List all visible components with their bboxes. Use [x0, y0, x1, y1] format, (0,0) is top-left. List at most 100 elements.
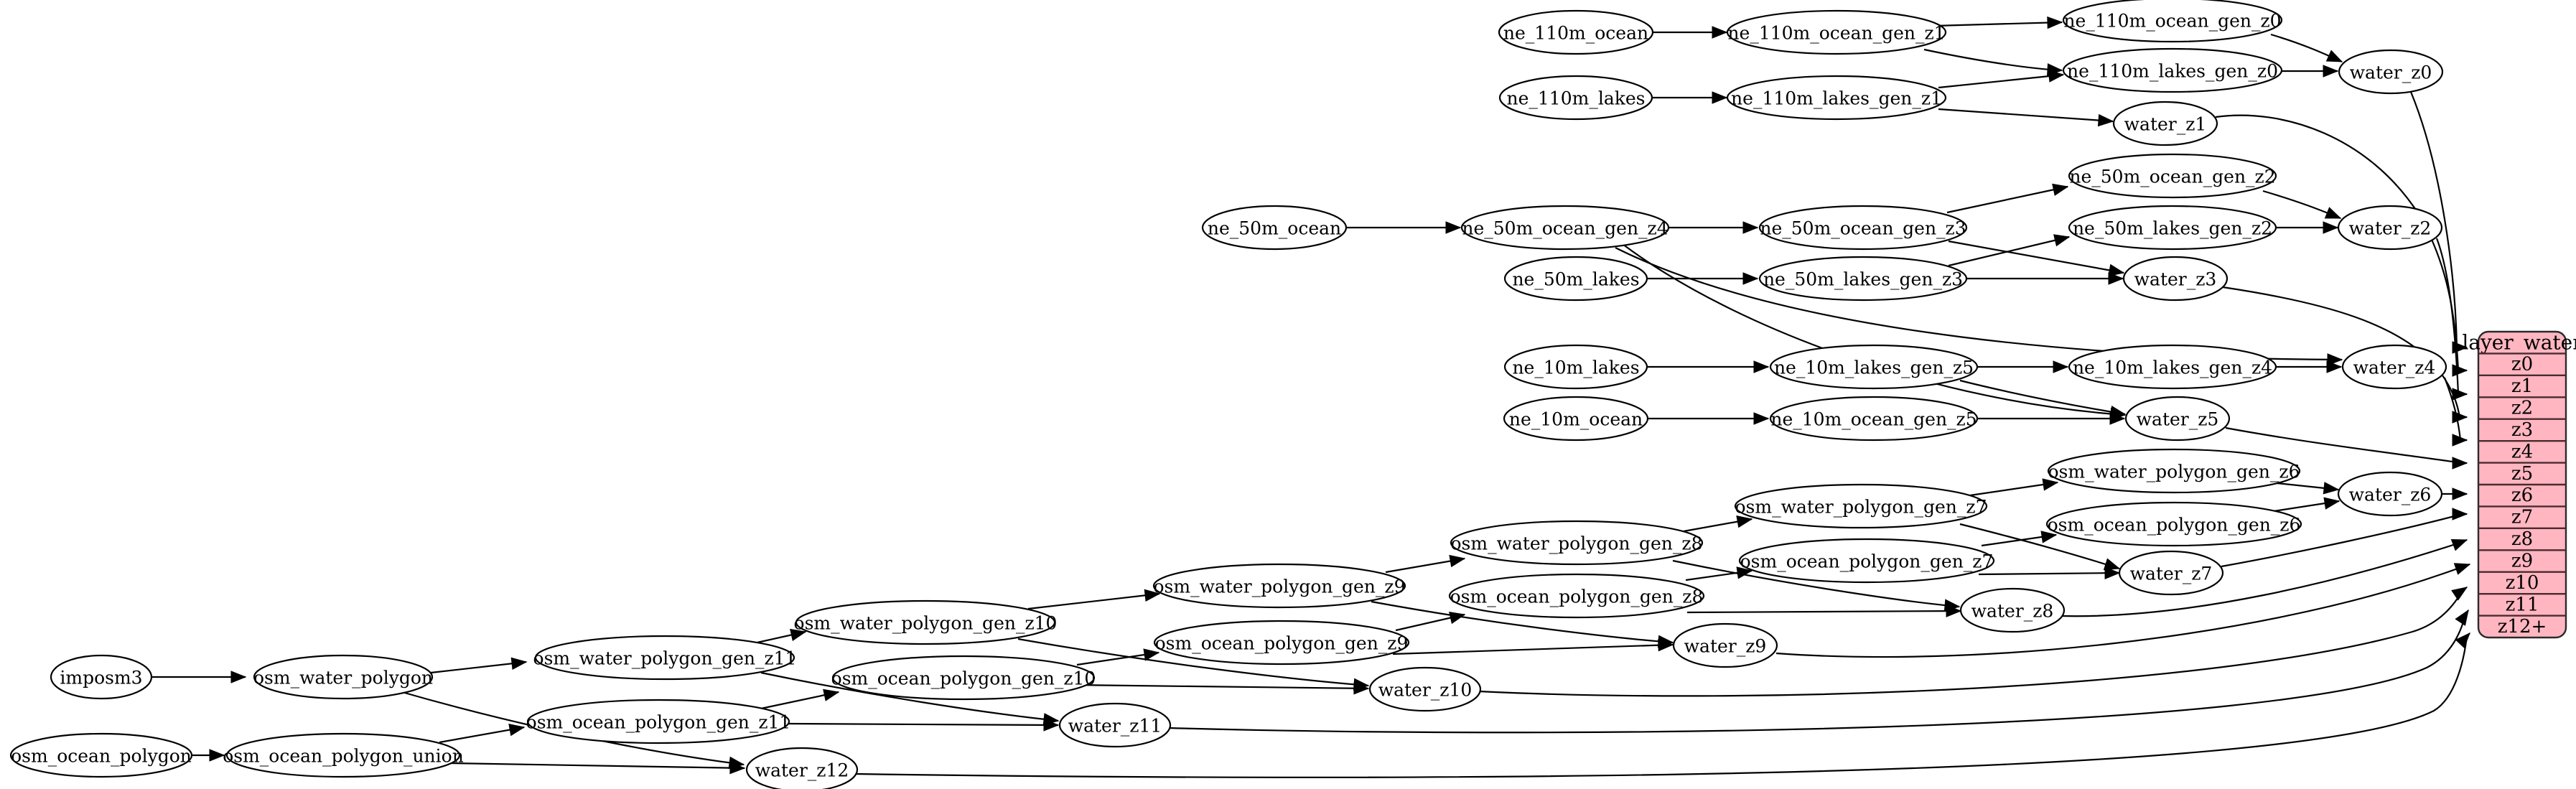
- edge-ne_50m_ocean-to-ne_50m_ocean_gen_z4: [1346, 221, 1462, 234]
- node-water_z1[interactable]: water_z1: [2112, 101, 2218, 146]
- edge-water_z12-to-record_z12: [855, 632, 2470, 778]
- node-osm_water_polygon[interactable]: osm_water_polygon: [253, 654, 434, 700]
- node-shape: [2047, 448, 2301, 494]
- edge-water_z5-to-record_z5: [2225, 426, 2468, 470]
- node-osm_ocean_polygon_gen_z6[interactable]: osm_ocean_polygon_gen_z6: [2045, 501, 2302, 547]
- edge-line: [1072, 683, 1369, 690]
- node-label: ne_10m_lakes_gen_z5: [1774, 358, 1974, 378]
- node-water_z11[interactable]: water_z11: [1058, 702, 1172, 748]
- node-ne_110m_lakes_gen_z0[interactable]: ne_110m_lakes_gen_z0: [2062, 47, 2283, 93]
- node-shape: [745, 747, 859, 789]
- node-osm_water_polygon_gen_z6[interactable]: osm_water_polygon_gen_z6: [2047, 448, 2301, 494]
- node-water_z9[interactable]: water_z9: [1672, 622, 1778, 668]
- node-label: water_z11: [1068, 716, 1162, 737]
- edge-arrowhead: [2455, 609, 2469, 626]
- node-osm_ocean_polygon_union[interactable]: osm_ocean_polygon_union: [223, 732, 464, 778]
- node-ne_50m_ocean_gen_z4[interactable]: ne_50m_ocean_gen_z4: [1460, 205, 1670, 251]
- node-water_z5[interactable]: water_z5: [2124, 396, 2231, 442]
- node-shape: [1498, 75, 1653, 121]
- record-node-layer-water[interactable]: layer_waterz0z1z2z3z4z5z6z7z8z9z10z11z12…: [2462, 331, 2576, 639]
- node-osm_ocean_polygon[interactable]: osm_ocean_polygon: [9, 732, 193, 778]
- node-water_z6[interactable]: water_z6: [2337, 471, 2443, 517]
- node-ne_50m_lakes_gen_z3[interactable]: ne_50m_lakes_gen_z3: [1758, 256, 1968, 302]
- node-shape: [225, 732, 461, 778]
- edge-ne_50m_ocean_gen_z4-to-ne_50m_ocean_gen_z3: [1669, 221, 1759, 234]
- node-label: ne_110m_lakes_gen_z0: [2067, 61, 2278, 82]
- node-shape: [2068, 205, 2277, 251]
- edge-ne_50m_lakes_gen_z3-to-ne_50m_lakes_gen_z2: [1948, 234, 2071, 267]
- node-ne_50m_lakes[interactable]: ne_50m_lakes: [1503, 256, 1648, 302]
- node-ne_110m_ocean[interactable]: ne_110m_ocean: [1498, 9, 1654, 55]
- record-row-z4[interactable]: z4: [2511, 441, 2533, 462]
- node-osm_water_polygon_gen_z9[interactable]: osm_water_polygon_gen_z9: [1152, 563, 1406, 609]
- record-row-z6[interactable]: z6: [2511, 485, 2533, 506]
- node-osm_ocean_polygon_gen_z8[interactable]: osm_ocean_polygon_gen_z8: [1448, 573, 1705, 619]
- node-label: osm_ocean_polygon_gen_z8: [1450, 587, 1704, 607]
- node-shape: [9, 732, 193, 778]
- nodes-layer: imposm3 osm_water_polygon osm_ocean_polygo…: [9, 0, 2447, 789]
- node-water_z12[interactable]: water_z12: [745, 747, 859, 789]
- node-label: ne_110m_ocean_gen_z0: [2063, 11, 2281, 32]
- node-ne_110m_ocean_gen_z1[interactable]: ne_110m_ocean_gen_z1: [1726, 9, 1947, 55]
- edge-line: [1948, 240, 2124, 274]
- node-water_z4[interactable]: water_z4: [2341, 344, 2447, 390]
- record-row-z10[interactable]: z10: [2506, 572, 2539, 594]
- node-osm_ocean_polygon_gen_z10[interactable]: osm_ocean_polygon_gen_z10: [831, 655, 1096, 701]
- node-ne_50m_ocean_gen_z3[interactable]: ne_50m_ocean_gen_z3: [1758, 205, 1968, 251]
- node-label: ne_50m_ocean: [1208, 218, 1341, 239]
- node-label: water_z7: [2130, 564, 2213, 584]
- edge-line: [2221, 513, 2467, 568]
- record-row-z9[interactable]: z9: [2511, 551, 2533, 572]
- node-ne_10m_lakes_gen_z4[interactable]: ne_10m_lakes_gen_z4: [2068, 344, 2277, 390]
- edge-line: [1775, 563, 2470, 658]
- node-imposm3[interactable]: imposm3: [50, 654, 153, 700]
- record-row-z1[interactable]: z1: [2511, 375, 2533, 397]
- node-ne_110m_lakes_gen_z1[interactable]: ne_110m_lakes_gen_z1: [1726, 75, 1947, 121]
- record-row-z3[interactable]: z3: [2511, 419, 2533, 441]
- edge-arrowhead: [2453, 563, 2471, 575]
- node-water_z3[interactable]: water_z3: [2122, 256, 2229, 302]
- record-row-z0[interactable]: z0: [2511, 354, 2533, 375]
- edge-imposm3-to-osm_water_polygon: [151, 671, 247, 683]
- node-ne_50m_lakes_gen_z2[interactable]: ne_50m_lakes_gen_z2: [2068, 205, 2277, 251]
- edge-arrowhead: [1736, 566, 1753, 579]
- record-row-z8[interactable]: z8: [2511, 528, 2533, 550]
- node-ne_110m_ocean_gen_z0[interactable]: ne_110m_ocean_gen_z0: [2062, 0, 2283, 43]
- node-ne_10m_ocean[interactable]: ne_10m_ocean: [1503, 396, 1649, 442]
- node-water_z8[interactable]: water_z8: [1959, 587, 2066, 633]
- node-osm_ocean_polygon_gen_z7[interactable]: osm_ocean_polygon_gen_z7: [1738, 538, 1995, 584]
- node-ne_110m_lakes[interactable]: ne_110m_lakes: [1498, 75, 1653, 121]
- edge-ne_110m_lakes_gen_z0-to-water_z0: [2282, 65, 2339, 78]
- edge-ne_110m_lakes_gen_z1-to-ne_110m_lakes_gen_z0: [1938, 70, 2065, 89]
- node-water_z7[interactable]: water_z7: [2118, 550, 2224, 596]
- edge-arrowhead: [1742, 272, 1759, 285]
- edge-water_z6-to-record_z6: [2442, 487, 2468, 500]
- edge-osm_ocean_polygon_gen_z10-to-water_z10: [1072, 682, 1370, 695]
- node-osm_ocean_polygon_gen_z11[interactable]: osm_ocean_polygon_gen_z11: [526, 699, 791, 744]
- record-row-z5[interactable]: z5: [2511, 463, 2533, 485]
- node-ne_10m_ocean_gen_z5[interactable]: ne_10m_ocean_gen_z5: [1769, 396, 1979, 442]
- node-shape: [2337, 205, 2443, 251]
- node-shape: [526, 699, 790, 744]
- node-water_z0[interactable]: water_z0: [2338, 49, 2444, 95]
- node-ne_10m_lakes_gen_z5[interactable]: ne_10m_lakes_gen_z5: [1769, 344, 1979, 390]
- record-row-z11[interactable]: z11: [2506, 594, 2539, 615]
- node-osm_water_polygon_gen_z11[interactable]: osm_water_polygon_gen_z11: [533, 635, 797, 681]
- record-row-z2[interactable]: z2: [2511, 398, 2533, 419]
- record-row-z12+[interactable]: z12+: [2498, 616, 2547, 638]
- edge-arrowhead: [2053, 234, 2071, 247]
- node-water_z2[interactable]: water_z2: [2337, 205, 2443, 251]
- node-osm_water_polygon_gen_z10[interactable]: osm_water_polygon_gen_z10: [794, 599, 1058, 645]
- node-osm_water_polygon_gen_z7[interactable]: osm_water_polygon_gen_z7: [1734, 483, 1988, 529]
- node-ne_50m_ocean[interactable]: ne_50m_ocean: [1201, 205, 1348, 251]
- node-ne_10m_lakes[interactable]: ne_10m_lakes: [1503, 344, 1648, 390]
- node-label: osm_ocean_polygon_gen_z7: [1740, 551, 1994, 572]
- node-ne_50m_ocean_gen_z2[interactable]: ne_50m_ocean_gen_z2: [2068, 153, 2277, 199]
- node-water_z10[interactable]: water_z10: [1368, 666, 1482, 712]
- node-label: ne_50m_ocean_gen_z4: [1462, 218, 1668, 239]
- node-osm_ocean_polygon_gen_z9[interactable]: osm_ocean_polygon_gen_z9: [1153, 620, 1410, 666]
- record-row-z7[interactable]: z7: [2511, 507, 2533, 528]
- node-shape: [795, 599, 1056, 645]
- node-label: water_z8: [1971, 601, 2054, 622]
- node-osm_water_polygon_gen_z8[interactable]: osm_water_polygon_gen_z8: [1450, 520, 1704, 566]
